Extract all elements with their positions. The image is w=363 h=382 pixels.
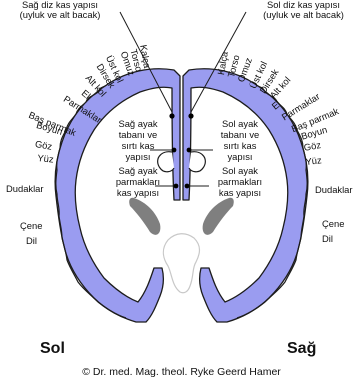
center-right-foot-label: Sol ayak tabanı ve sırtı kas yapısı bbox=[210, 118, 270, 162]
left-ganglion bbox=[129, 198, 160, 235]
center-left-foot-line4: yapısı bbox=[108, 151, 168, 162]
center-right-foot-line2: tabanı ve bbox=[210, 129, 270, 140]
center-left-toes-label: Sağ ayak parmakları kas yapısı bbox=[108, 165, 168, 198]
hemisphere-label-right: Sağ bbox=[287, 340, 316, 358]
center-right-toes-line2: parmakları bbox=[210, 176, 270, 187]
left-label-dil: Dil bbox=[26, 236, 37, 246]
center-left-toes-line2: parmakları bbox=[108, 176, 168, 187]
center-right-toes-label: Sol ayak parmakları kas yapısı bbox=[210, 165, 270, 198]
center-left-foot-line2: tabanı ve bbox=[108, 129, 168, 140]
top-right-label: Sol diz kas yapısı (uyluk ve alt bacak) bbox=[244, 0, 363, 20]
marker-right-toes bbox=[185, 184, 190, 189]
copyright-text: © Dr. med. Mag. theol. Ryke Geerd Hamer bbox=[0, 366, 363, 378]
center-left-toes-line1: Sağ ayak bbox=[108, 165, 168, 176]
center-left-foot-label: Sağ ayak tabanı ve sırtı kas yapısı bbox=[108, 118, 168, 162]
center-right-toes-line3: kas yapısı bbox=[210, 187, 270, 198]
right-label-yuz: Yüz bbox=[305, 155, 322, 167]
center-right-foot-line1: Sol ayak bbox=[210, 118, 270, 129]
top-left-label-line2: (uyluk ve alt bacak) bbox=[0, 10, 120, 20]
right-ganglion bbox=[203, 198, 234, 235]
hemisphere-label-left: Sol bbox=[40, 340, 65, 358]
left-label-yuz: Yüz bbox=[37, 153, 54, 165]
brainstem-outline bbox=[163, 234, 199, 293]
marker-left-toes bbox=[174, 184, 179, 189]
center-left-foot-line1: Sağ ayak bbox=[108, 118, 168, 129]
right-label-dudaklar: Dudaklar bbox=[315, 185, 353, 195]
center-left-toes-line3: kas yapısı bbox=[108, 187, 168, 198]
marker-right-knee bbox=[188, 113, 193, 118]
center-right-toes-line1: Sol ayak bbox=[210, 165, 270, 176]
right-label-cene: Çene bbox=[322, 219, 344, 229]
marker-left-knee bbox=[169, 113, 174, 118]
right-label-dil: Dil bbox=[322, 234, 333, 244]
left-label-dudaklar: Dudaklar bbox=[6, 184, 44, 194]
left-label-cene: Çene bbox=[20, 221, 42, 231]
marker-left-foot bbox=[172, 148, 177, 153]
center-left-foot-line3: sırtı kas bbox=[108, 140, 168, 151]
center-right-foot-line4: yapısı bbox=[210, 151, 270, 162]
marker-right-foot bbox=[187, 148, 192, 153]
center-right-foot-line3: sırtı kas bbox=[210, 140, 270, 151]
right-foot-loop bbox=[189, 152, 205, 172]
top-left-label: Sağ diz kas yapısı (uyluk ve alt bacak) bbox=[0, 0, 120, 20]
top-right-label-line2: (uyluk ve alt bacak) bbox=[244, 10, 363, 20]
